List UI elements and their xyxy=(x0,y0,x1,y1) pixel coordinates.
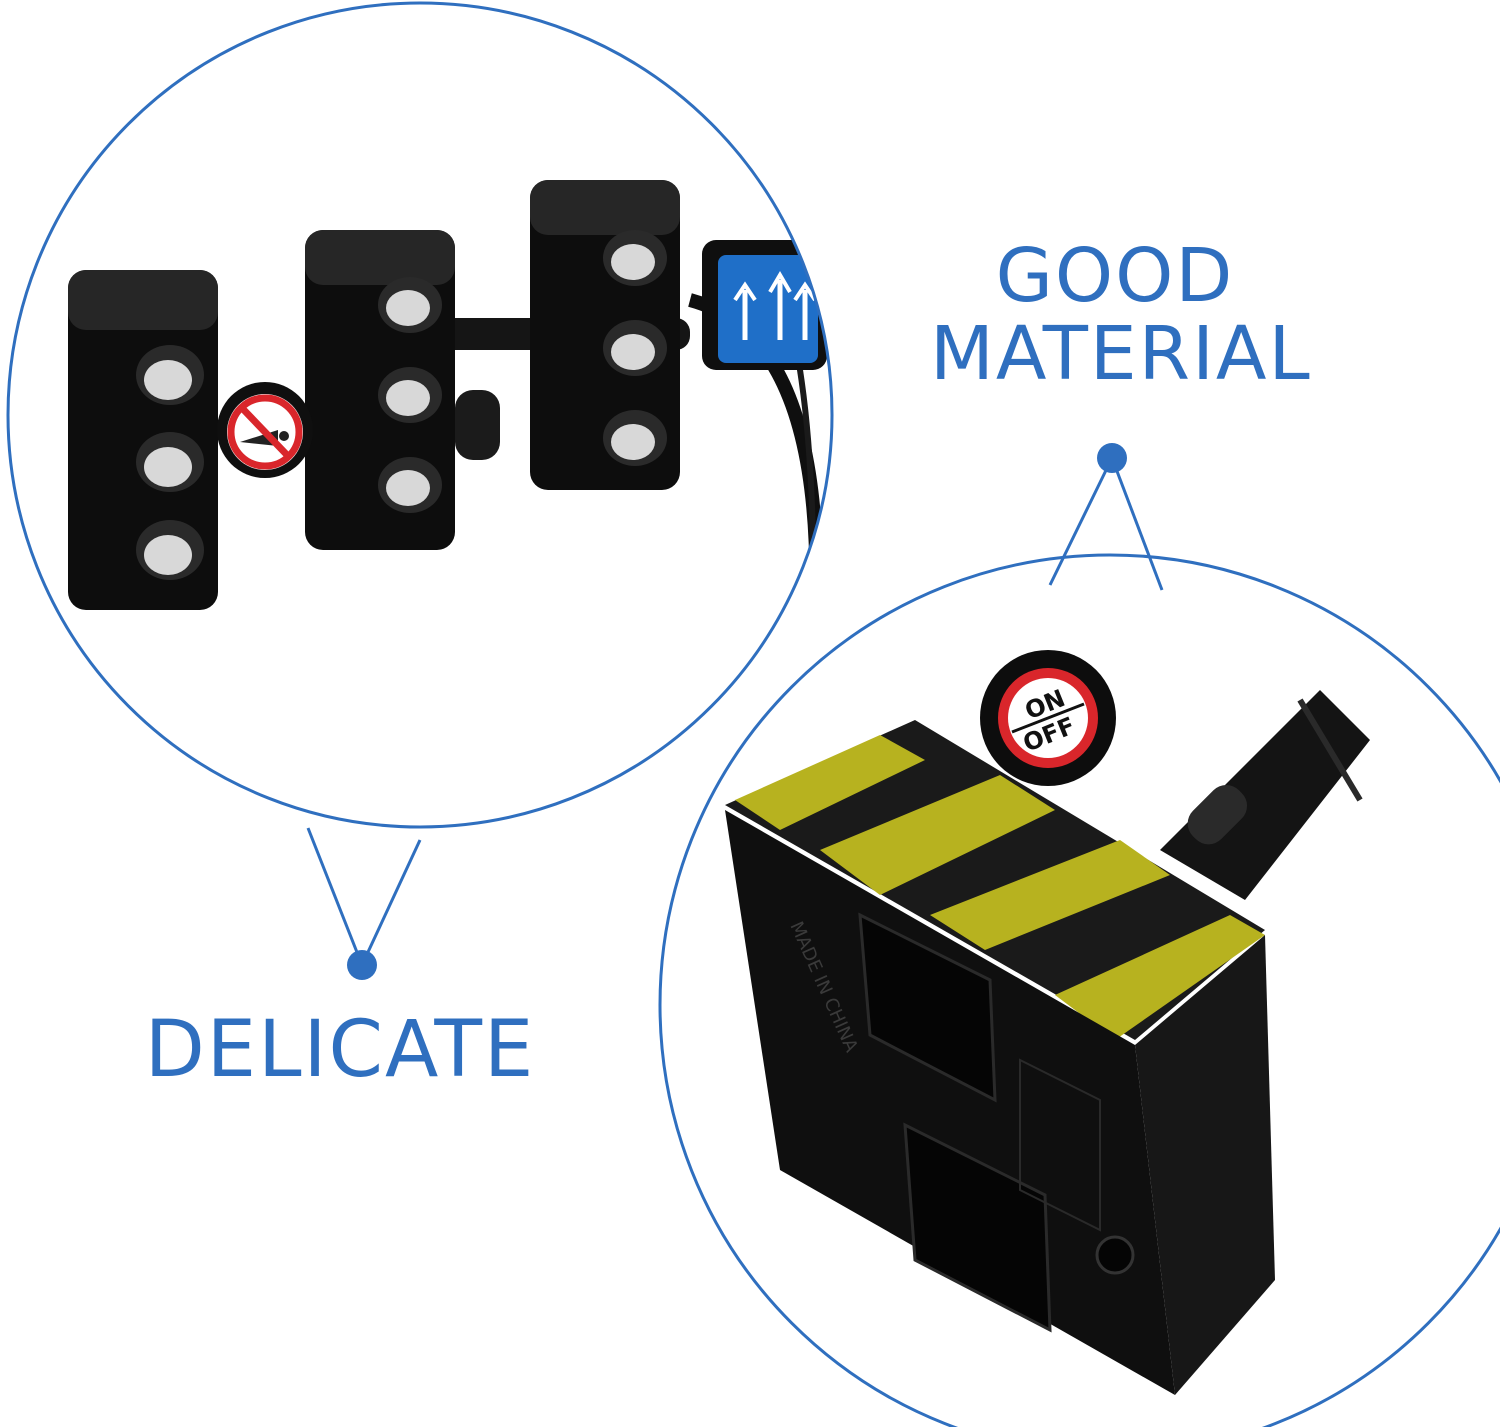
caption-good-line2: MATERIAL xyxy=(930,310,1312,397)
caption-good-material: GOOD MATERIAL xyxy=(930,233,1312,397)
no-horn-sign-icon xyxy=(217,382,313,478)
on-off-switch-icon: ON OFF xyxy=(980,650,1116,786)
traffic-light-unit xyxy=(305,230,455,550)
traffic-light-unit xyxy=(68,270,218,610)
base-box-closeup: MADE IN CHINA xyxy=(725,690,1370,1395)
caption-delicate: DELICATE xyxy=(144,1005,536,1095)
callout-connector-top xyxy=(1048,457,1164,591)
callout-dot-top xyxy=(1097,443,1127,473)
direction-sign-icon xyxy=(702,240,827,370)
material-detail-circle xyxy=(658,553,1500,1427)
callout-connector-bottom xyxy=(306,827,422,966)
caption-good-line1: GOOD xyxy=(995,233,1235,319)
delicate-detail-circle xyxy=(6,1,834,829)
callout-dot-bottom xyxy=(347,950,377,980)
traffic-light-closeup xyxy=(68,180,827,681)
traffic-light-unit xyxy=(530,180,680,490)
